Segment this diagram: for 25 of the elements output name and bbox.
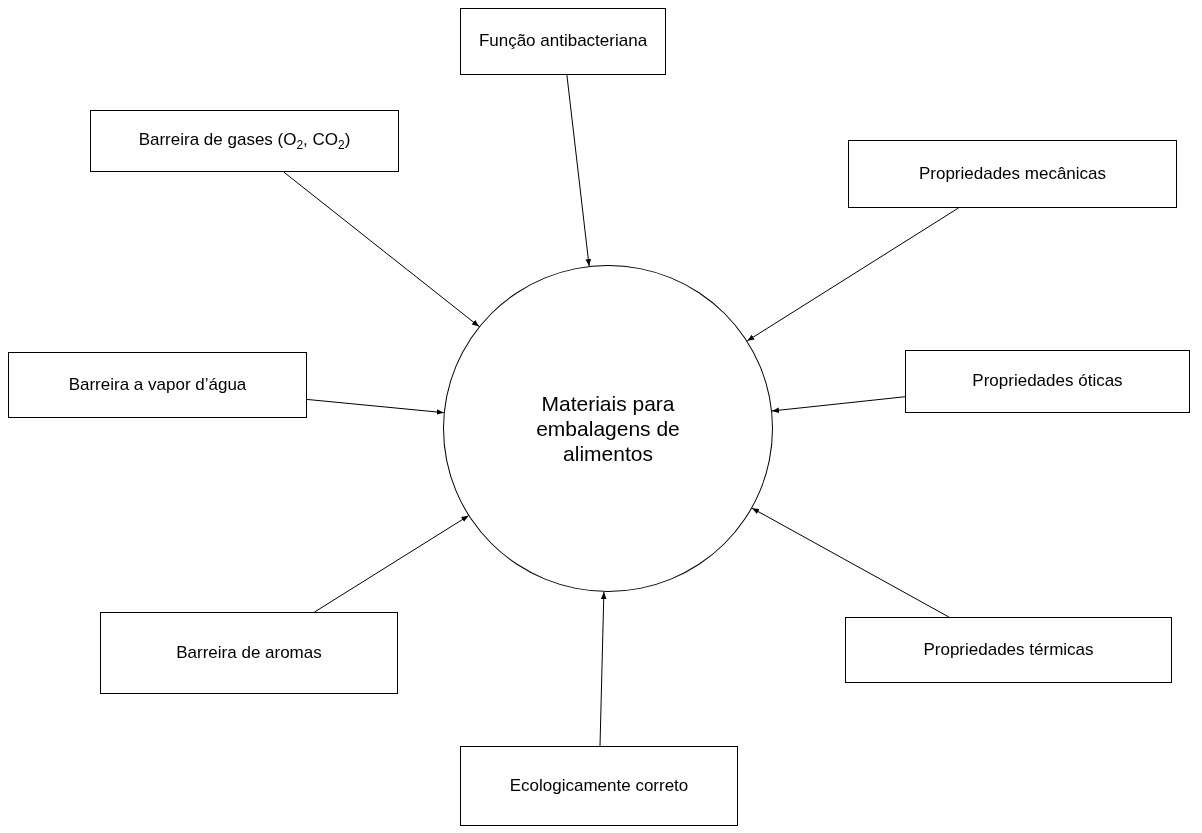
feature-box (100, 612, 398, 694)
feature-box (460, 8, 666, 75)
feature-box (848, 140, 1177, 208)
node-label: Barreira a vapor d’água (68, 374, 247, 396)
node-label: Materiais para embalagens de alimentos (535, 390, 681, 467)
node-label: Propriedades óticas (972, 371, 1123, 392)
feature-box (8, 352, 307, 418)
feature-box (845, 617, 1172, 683)
node-label: Função antibacteriana (478, 31, 648, 52)
arrow (283, 171, 480, 327)
node-label: Ecologicamente correto (509, 775, 689, 797)
arrow (314, 515, 469, 613)
arrow (599, 591, 607, 747)
feature-box (460, 746, 738, 826)
arrow (771, 396, 906, 413)
feature-box (90, 110, 399, 172)
node-label: Propriedades mecânicas (918, 163, 1107, 185)
node-label: Barreira de aromas (176, 642, 322, 664)
node-label: Barreira de gases (O$_{2}$, CO$_{2}$) (138, 129, 351, 153)
arrow (751, 507, 950, 618)
feature-box (905, 350, 1190, 413)
node-label: Propriedades térmicas (923, 639, 1094, 661)
arrow (566, 74, 592, 267)
arrow (746, 207, 959, 342)
arrow (306, 398, 445, 415)
